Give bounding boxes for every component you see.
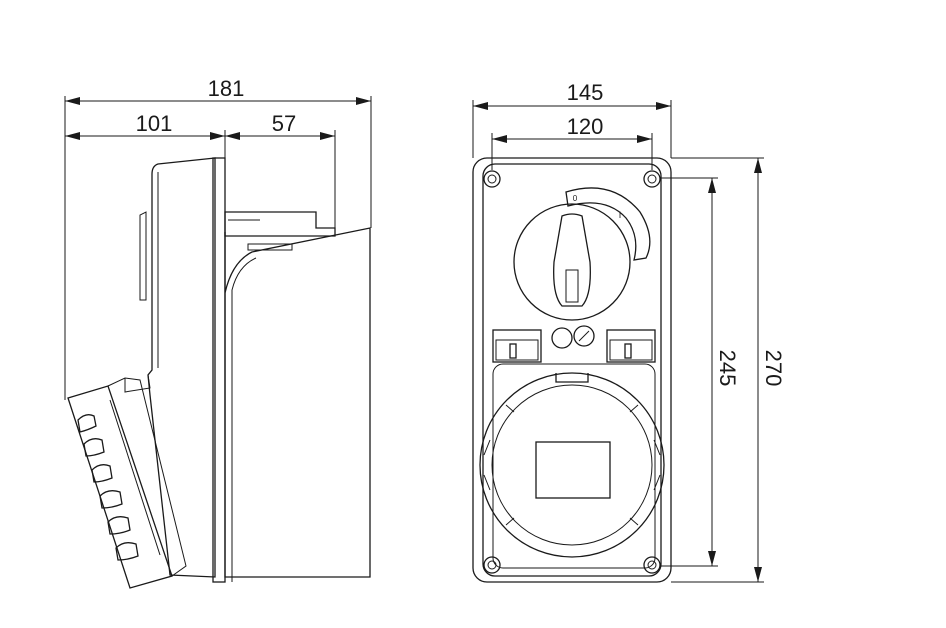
socket-frame [492, 363, 656, 569]
side-rear-body-detail [139, 172, 159, 368]
rotary-switch: 0 I [513, 187, 651, 321]
lock-indicator [551, 325, 595, 349]
dim-front-total-height: 270 [761, 350, 786, 387]
dim-front-mount-height: 245 [715, 350, 740, 387]
side-cover-edge [231, 257, 257, 582]
dim-side-total-width: 181 [208, 76, 245, 101]
switch-handle [553, 213, 591, 307]
front-mounting-plate [482, 163, 662, 577]
switch-mark-off: 0 [573, 194, 578, 203]
dim-side-cover-width: 57 [272, 111, 296, 136]
side-rear-body [147, 157, 216, 578]
side-front-cover [224, 227, 371, 578]
side-view [67, 157, 371, 589]
dim-front-mount-width: 120 [567, 114, 604, 139]
front-outer-housing [472, 157, 672, 583]
switch-mark-on: I [619, 210, 622, 220]
socket-label-window [535, 441, 611, 499]
side-switch-block-detail [228, 219, 293, 251]
front-view: 0 I [472, 157, 672, 583]
dim-front-total-width: 145 [567, 80, 604, 105]
side-switch-block [224, 211, 336, 237]
socket-outlet [479, 372, 665, 558]
side-angled-socket [67, 374, 187, 589]
screw-icon [483, 170, 501, 188]
screw-icon [643, 556, 661, 574]
screw-icon [483, 556, 501, 574]
switch-arc-track [565, 187, 651, 261]
screw-icon [643, 170, 661, 188]
dim-side-body-width: 101 [136, 111, 173, 136]
right-clip [606, 329, 656, 363]
left-clip [492, 329, 542, 363]
dimension-lines: 181 101 57 145 120 245 270 [64, 76, 786, 583]
